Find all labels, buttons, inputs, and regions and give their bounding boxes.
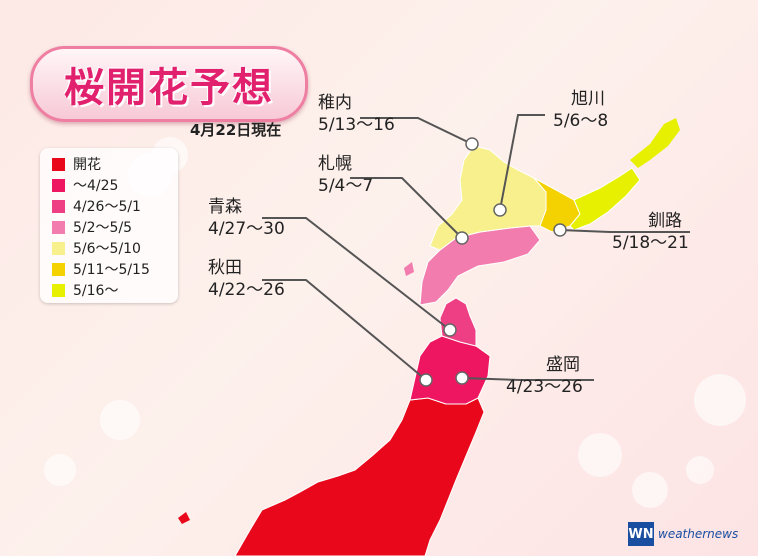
noto-peninsula <box>312 482 330 500</box>
connector-lines <box>262 114 690 381</box>
marker-aomori <box>443 323 457 337</box>
city-name: 稚内 <box>318 93 352 113</box>
legend-swatch <box>52 199 65 213</box>
legend-item: 開花 <box>52 154 101 174</box>
legend-item: 4/26～5/1 <box>52 196 141 216</box>
city-markers <box>419 137 567 387</box>
as-of-date: 4月22日現在 <box>190 121 282 139</box>
legend-label: 5/11～5/15 <box>73 262 150 278</box>
city-label-sapporo: 札幌 5/4～7 <box>318 153 373 197</box>
page-title: 桜開花予想 <box>64 65 274 111</box>
region-until-4-25 <box>409 335 491 405</box>
region-5-2-5-5 <box>419 225 541 306</box>
city-date: 5/13～16 <box>318 115 395 135</box>
marker-akita <box>419 373 433 387</box>
legend-item: ～4/25 <box>52 175 118 195</box>
rishiri-island <box>404 262 414 276</box>
legend-swatch <box>52 157 65 171</box>
legend-swatch <box>52 220 65 234</box>
brand: WN weathernews <box>628 520 746 548</box>
legend-label: ～4/25 <box>73 178 119 194</box>
city-date: 4/22～26 <box>208 280 285 300</box>
city-name: 札幌 <box>318 154 352 174</box>
marker-asahikawa <box>493 203 507 217</box>
brand-name: weathernews <box>658 527 739 541</box>
city-date: 4/27～30 <box>208 219 285 239</box>
city-label-aomori: 青森 4/27～30 <box>208 196 285 240</box>
city-date: 5/18～21 <box>612 233 689 253</box>
marker-wakkanai <box>465 137 479 151</box>
city-date: 4/23～26 <box>506 377 583 397</box>
legend-label: 5/2～5/5 <box>73 220 133 236</box>
sado-island <box>380 462 396 480</box>
city-name: 旭川 <box>571 89 605 109</box>
legend-item: 5/6～5/10 <box>52 238 141 258</box>
city-label-akita: 秋田 4/22～26 <box>208 257 285 301</box>
legend-label: 5/6～5/10 <box>73 241 141 257</box>
city-label-kushiro: 釧路 5/18～21 <box>612 210 689 254</box>
legend-label: 4/26～5/1 <box>73 199 141 215</box>
city-name: 盛岡 <box>546 355 580 375</box>
city-name: 青森 <box>208 197 242 217</box>
legend-label: 5/16～ <box>73 283 119 299</box>
marker-sapporo <box>455 231 469 245</box>
oki-island <box>178 512 190 524</box>
legend-swatch <box>52 178 65 192</box>
region-5-16 <box>569 167 641 231</box>
city-label-asahikawa: 旭川 5/6～8 <box>553 88 608 132</box>
marker-kushiro <box>553 223 567 237</box>
city-name: 釧路 <box>648 211 682 231</box>
city-label-wakkanai: 稚内 5/13～16 <box>318 92 395 136</box>
weathernews-logo: WN <box>628 522 654 546</box>
legend-swatch <box>52 262 65 276</box>
legend-item: 5/16～ <box>52 280 118 300</box>
title-banner: 桜開花予想 <box>30 46 308 122</box>
region-5-6-5-10 <box>429 145 547 251</box>
city-date: 5/4～7 <box>318 176 374 196</box>
city-name: 秋田 <box>208 258 242 278</box>
legend-item: 5/2～5/5 <box>52 217 132 237</box>
marker-morioka <box>455 371 469 385</box>
city-label-morioka: 盛岡 4/23～26 <box>506 354 583 398</box>
kuril-islands <box>630 118 680 168</box>
legend-swatch <box>52 283 65 297</box>
region-bloomed <box>234 397 485 556</box>
city-date: 5/6～8 <box>553 111 609 131</box>
legend: 開花 ～4/25 4/26～5/1 5/2～5/5 5/6～5/10 5/11～… <box>40 148 178 303</box>
legend-label: 開花 <box>73 157 101 173</box>
legend-item: 5/11～5/15 <box>52 259 150 279</box>
legend-swatch <box>52 241 65 255</box>
